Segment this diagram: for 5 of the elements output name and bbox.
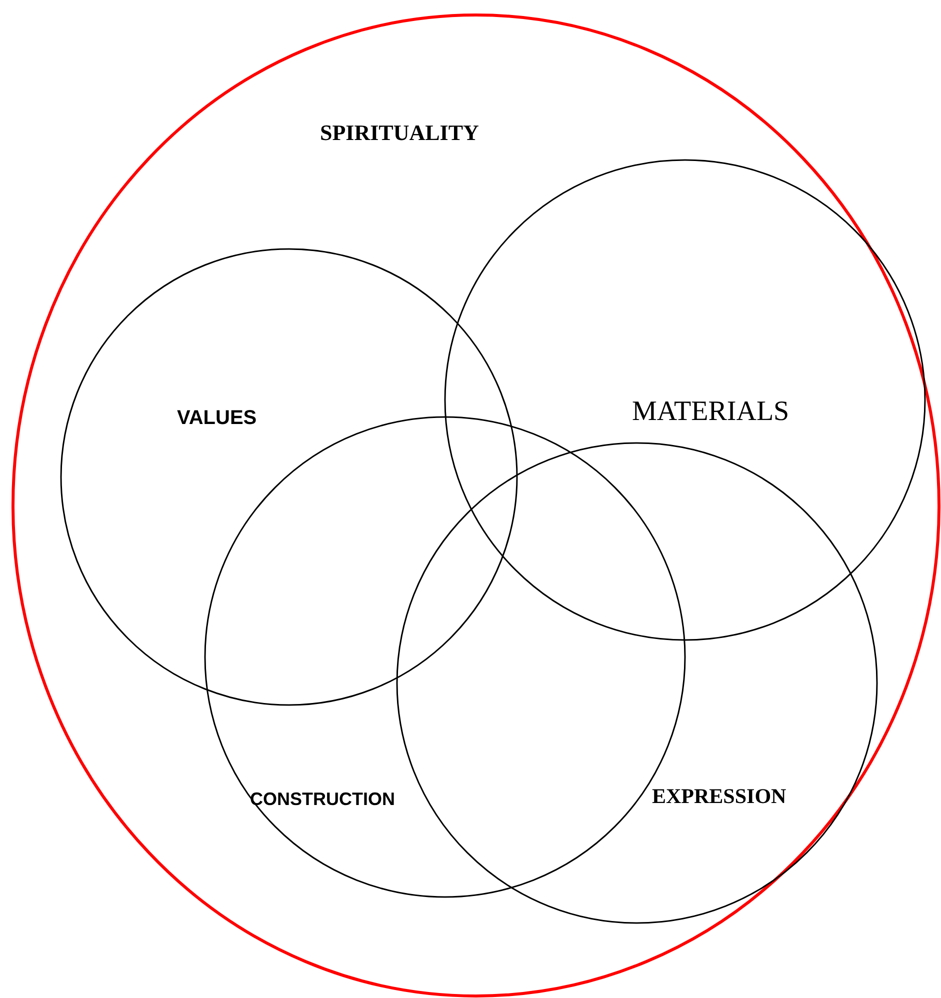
circle-label: VALUES [177, 408, 257, 428]
circle-label: CONSTRUCTION [250, 790, 395, 808]
circle-label: EXPRESSION [652, 786, 786, 807]
circle-label: SPIRITUALITY [320, 122, 479, 144]
circle-label: MATERIALS [632, 398, 790, 426]
